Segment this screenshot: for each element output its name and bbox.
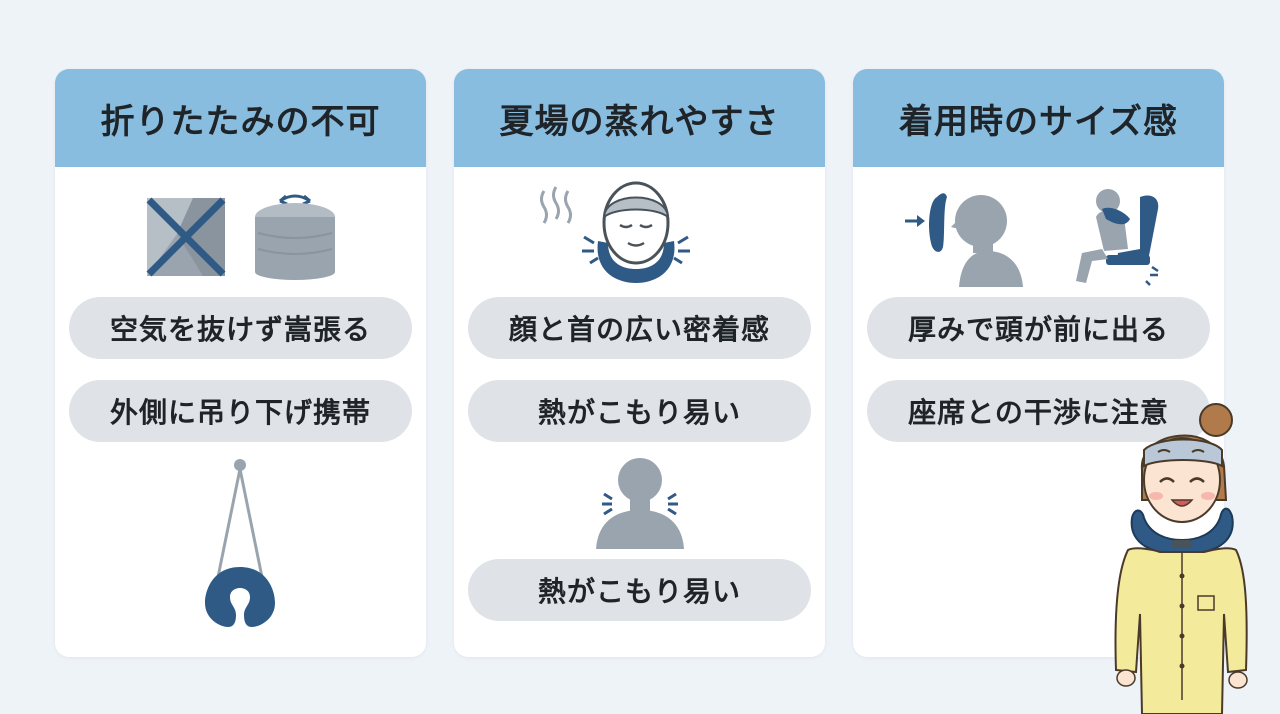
inflated-pillow-icon xyxy=(255,194,335,280)
seat-interference-icon xyxy=(1076,189,1159,286)
card-folding: 折りたたみの不可 空気を抜けず嵩張る 外側に吊り下げ携帯 xyxy=(55,69,426,657)
woman-with-pillow-illustration xyxy=(1114,403,1248,714)
card-title: 着用時のサイズ感 xyxy=(853,69,1224,167)
card-humidity: 夏場の蒸れやすさ 顔と首の広い密着感 熱がこもり易い 熱がこもり易い xyxy=(454,69,825,657)
pill-item: 外側に吊り下げ携帯 xyxy=(69,380,412,442)
pill-item: 空気を抜けず嵩張る xyxy=(69,297,412,359)
head-forward-icon xyxy=(905,193,1023,287)
hot-neck-icon xyxy=(596,458,684,549)
pill-item: 厚みで頭が前に出る xyxy=(867,297,1210,359)
pill-item: 熱がこもり易い xyxy=(468,559,811,621)
hanging-pillow-icon xyxy=(205,459,275,627)
pill-item: 熱がこもり易い xyxy=(468,380,811,442)
card-title: 夏場の蒸れやすさ xyxy=(454,69,825,167)
pill-item: 顔と首の広い密着感 xyxy=(468,297,811,359)
card-title: 折りたたみの不可 xyxy=(55,69,426,167)
no-fold-icon xyxy=(146,197,226,277)
sweating-face-icon xyxy=(540,181,690,283)
pill-item: 座席との干渉に注意 xyxy=(867,380,1210,442)
